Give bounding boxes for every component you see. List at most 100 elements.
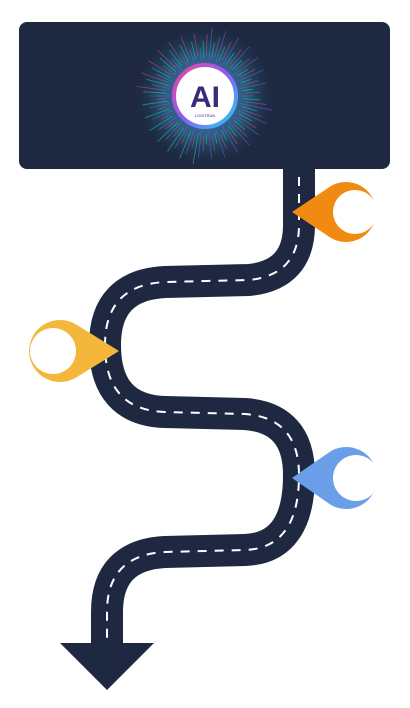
logo-ray	[165, 121, 175, 130]
pin-3-hole	[333, 455, 379, 501]
logo-ray	[157, 122, 178, 143]
logo-ray	[232, 60, 242, 70]
logo-ray	[156, 74, 173, 82]
logo-ray	[222, 126, 238, 153]
logo-ray	[235, 58, 250, 71]
logo-ray	[151, 67, 172, 79]
logo-ray	[238, 116, 257, 129]
pin-1-hole	[333, 190, 377, 234]
logo-text: AI	[190, 81, 220, 114]
logo-ray	[191, 41, 197, 60]
logo-ray	[167, 127, 185, 152]
logo-ray	[165, 122, 182, 141]
logo-ray	[162, 65, 177, 76]
logo-ray	[152, 110, 173, 120]
logo-ray	[237, 110, 268, 125]
logo-ray	[202, 40, 205, 59]
logo-ray	[193, 33, 199, 57]
logo-ray	[233, 123, 248, 138]
logo-ray	[233, 57, 258, 76]
logo-ray	[240, 82, 267, 89]
logo-ray	[168, 50, 182, 67]
logo-ray	[179, 131, 192, 160]
logo-caption: LOGITRUN	[195, 113, 216, 118]
logo-ring	[172, 63, 238, 129]
logo-rays	[136, 27, 273, 165]
location-pin-3	[292, 447, 379, 509]
logo-ray	[229, 49, 242, 65]
logo-ray	[191, 134, 196, 149]
logo-ray	[222, 41, 232, 61]
logo-ray	[240, 78, 252, 84]
logo-ray	[240, 103, 273, 111]
logo-ray	[174, 127, 188, 149]
logo-ray	[199, 48, 202, 61]
logo-ray	[157, 49, 177, 69]
logo-ray	[233, 120, 246, 130]
logo-ray	[179, 52, 188, 66]
logo-ray	[242, 98, 260, 101]
road	[60, 160, 315, 690]
logo-ray	[244, 101, 267, 105]
logo-ray	[243, 80, 259, 86]
logo-ray	[140, 72, 168, 83]
logo-ray	[152, 84, 170, 89]
logo-ray	[206, 33, 208, 57]
logo-ray	[240, 68, 256, 78]
logo-ray	[242, 88, 253, 92]
logo-ray	[233, 116, 260, 136]
logo-ray	[143, 91, 168, 94]
logo-ray	[213, 132, 218, 144]
logo-ray	[211, 42, 215, 59]
logo-ray	[157, 98, 166, 100]
logo-ray	[146, 78, 169, 86]
logo-ray	[149, 115, 174, 131]
logo-ray	[168, 41, 183, 64]
logo-ray	[136, 86, 166, 91]
logo-ray	[221, 130, 228, 142]
logo-ray	[241, 106, 258, 112]
logo-ray	[150, 103, 170, 108]
logo-ray	[185, 130, 195, 155]
logo-ray	[228, 125, 237, 137]
logo-ray	[215, 130, 226, 158]
logo-ray	[147, 60, 172, 76]
road-body	[89, 160, 315, 648]
logo-ray	[144, 108, 170, 119]
logo-ray	[211, 135, 216, 152]
logo-ray	[142, 100, 168, 106]
logo-ray	[157, 106, 167, 110]
logo-ray	[157, 116, 177, 131]
logo-ray	[218, 46, 226, 61]
location-pin-1	[292, 182, 377, 242]
logo-ray	[160, 114, 170, 120]
logo-ray	[172, 127, 181, 138]
logo-ray	[181, 131, 188, 144]
pin-2-hole	[30, 328, 76, 374]
logo-ray	[208, 27, 213, 61]
logo-ray	[236, 69, 248, 77]
location-pin-2	[29, 320, 119, 382]
logo-ray	[227, 128, 238, 145]
logo-ray	[198, 131, 202, 158]
logo-ray	[202, 135, 204, 152]
logo-ray	[208, 131, 212, 159]
logo-ray	[219, 132, 227, 149]
logo-ray	[179, 44, 189, 62]
logo-ray	[189, 49, 195, 62]
logo-ray	[192, 133, 199, 165]
road-lane-markings	[103, 160, 301, 648]
banner: AI LOGITRUN	[19, 22, 390, 169]
logo-ray	[242, 109, 263, 118]
logo-ray	[222, 37, 239, 66]
logo-ray	[214, 36, 221, 58]
logo-ray	[159, 57, 177, 72]
logo-ray	[170, 57, 182, 70]
road-end-arrow	[60, 643, 154, 690]
logo-ray	[215, 31, 227, 62]
logo-ray	[228, 122, 250, 146]
logo-ray	[180, 36, 191, 60]
logo-ray	[237, 69, 264, 82]
logo-ray	[244, 91, 260, 94]
